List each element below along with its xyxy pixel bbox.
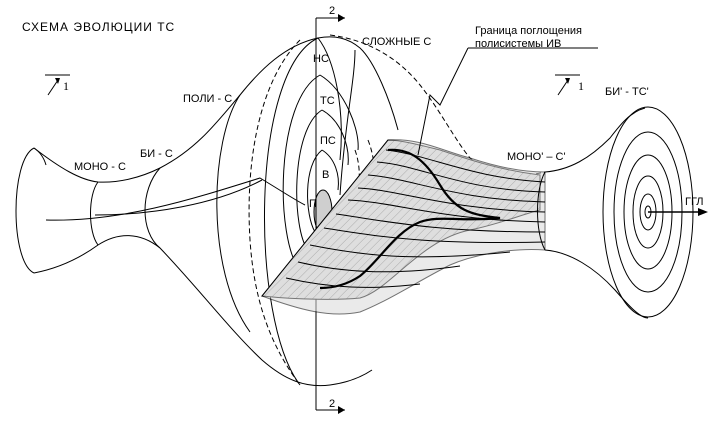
label-bi: БИ - С bbox=[140, 148, 173, 160]
mono-ring bbox=[90, 181, 99, 246]
label-complex: СЛОЖНЫЕ С bbox=[362, 36, 431, 48]
label-mono-prime: МОНО' – С' bbox=[507, 151, 566, 163]
section-arrow-top-head bbox=[338, 14, 345, 22]
label-ts: ТС bbox=[320, 95, 335, 107]
absorption-boundary bbox=[319, 148, 501, 290]
tail-ring bbox=[537, 171, 546, 251]
view-marker-left: 1 bbox=[63, 79, 69, 93]
label-ns: НС bbox=[313, 53, 329, 65]
v-ring-right bbox=[321, 149, 339, 191]
label-p: П bbox=[309, 198, 317, 210]
guide-line-1 bbox=[45, 177, 306, 221]
ns-ring-inner bbox=[317, 37, 342, 161]
tail-bottom bbox=[544, 249, 649, 319]
body-outline-bottom bbox=[33, 235, 373, 387]
ggl-arrow-head bbox=[698, 208, 708, 216]
flow-region bbox=[261, 139, 546, 315]
section-marker-top: 2 bbox=[329, 5, 335, 17]
ps-ring bbox=[296, 109, 323, 251]
view-marker-right-head bbox=[565, 78, 570, 84]
label-poly: ПОЛИ - С bbox=[183, 93, 232, 105]
label-v: В bbox=[322, 169, 329, 181]
back-outline-left bbox=[248, 39, 301, 386]
label-ggl: ГГЛ bbox=[685, 196, 704, 208]
diagram-title: СХЕМА ЭВОЛЮЦИИ ТС bbox=[22, 20, 175, 34]
view-marker-left-head bbox=[55, 78, 60, 84]
view-marker-right-arrow bbox=[557, 79, 569, 96]
poly-ring bbox=[216, 94, 251, 333]
label-bi-prime: БИ' - ТС' bbox=[605, 86, 649, 98]
label-boundary-line2: полисистемы ИВ bbox=[475, 38, 561, 50]
view-marker-right: 1 bbox=[578, 79, 584, 93]
mono-mouth bbox=[15, 147, 47, 274]
label-boundary-line1: Граница поглощения bbox=[475, 25, 582, 37]
complex-leader bbox=[339, 49, 356, 196]
label-mono: МОНО - С bbox=[74, 161, 126, 173]
section-arrow-bottom-head bbox=[338, 406, 345, 414]
section-marker-bottom: 2 bbox=[329, 398, 335, 410]
ps-ring-right bbox=[321, 109, 349, 166]
label-ps: ПС bbox=[320, 135, 336, 147]
ns-ring bbox=[264, 37, 319, 386]
view-marker-left-arrow bbox=[47, 79, 59, 96]
v-ring bbox=[307, 149, 323, 233]
ts-ring bbox=[282, 74, 321, 271]
boundary-leader bbox=[417, 47, 469, 156]
guide-line-2 bbox=[94, 179, 263, 216]
